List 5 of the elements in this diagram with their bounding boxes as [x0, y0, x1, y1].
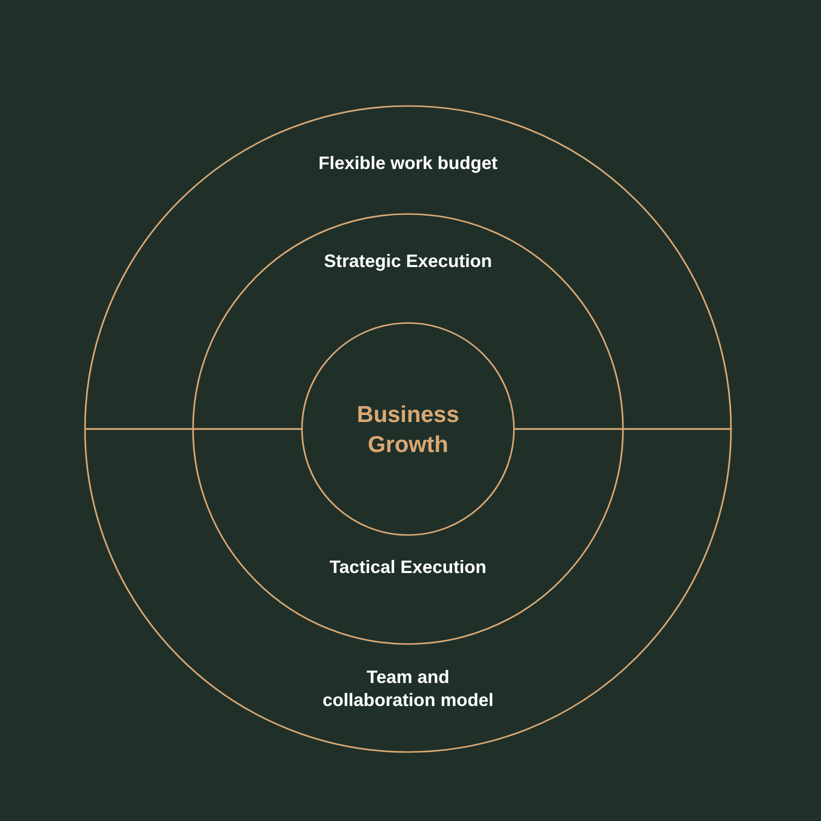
center-label: Business Growth	[356, 400, 460, 459]
ring-label: Tactical Execution	[328, 556, 488, 579]
ring-label: Flexible work budget	[317, 152, 499, 175]
ring-label: Team and collaboration model	[321, 666, 495, 712]
ring-label: Strategic Execution	[322, 250, 494, 273]
